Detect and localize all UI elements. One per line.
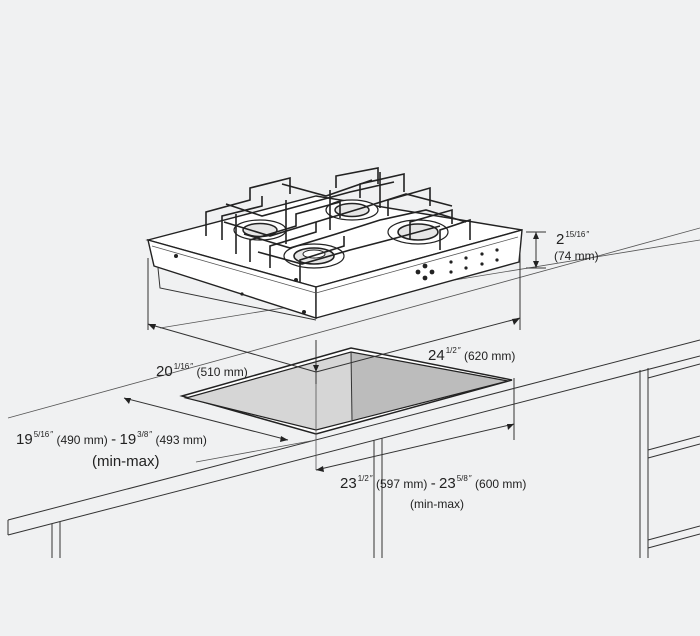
width-range-note: (min-max) <box>410 497 464 511</box>
width-inch-mark: ″ <box>457 346 461 355</box>
width-range-max-metric: (600 mm) <box>475 477 527 491</box>
width-dimension-label: 241/2″ (620 mm) <box>428 346 516 364</box>
width-range-min-inch-mark: ″ <box>369 474 373 483</box>
cutout-depth-whole: 20 <box>156 363 173 380</box>
height-dimension-label: 215/16″ <box>556 230 590 248</box>
cutout-depth-fraction: 1/16 <box>173 362 190 371</box>
cooktop-grates <box>205 167 471 282</box>
height-inch-mark: ″ <box>586 230 590 239</box>
width-fraction: 1/2 <box>445 346 457 355</box>
gas-cooktop <box>145 167 523 321</box>
depth-range-min-fraction: 5/16 <box>33 430 50 439</box>
cutout-depth-inch-mark: ″ <box>190 362 194 371</box>
width-range-min-metric: (597 mm) <box>376 477 428 491</box>
depth-range-min-whole: 19 <box>16 431 33 448</box>
cutout-width-range-label: 231/2″ (597 mm) - 235/8″ (600 mm) <box>340 474 527 492</box>
height-whole: 2 <box>556 231 565 248</box>
height-metric-label: (74 mm) <box>554 249 599 263</box>
depth-range-note: (min-max) <box>92 453 160 470</box>
height-fraction: 15/16 <box>565 230 586 239</box>
dimension-lines <box>123 231 546 472</box>
width-range-max-whole: 23 <box>439 475 456 492</box>
width-range-max-inch-mark: ″ <box>468 474 472 483</box>
countertop-cutout <box>179 347 513 435</box>
width-metric: (620 mm) <box>464 349 516 363</box>
width-range-min-whole: 23 <box>340 475 357 492</box>
depth-range-max-inch-mark: ″ <box>149 430 153 439</box>
width-range-separator: - <box>430 475 436 492</box>
width-whole: 24 <box>428 347 445 364</box>
cutout-depth-metric: (510 mm) <box>196 365 248 379</box>
width-range-min-fraction: 1/2 <box>357 474 369 483</box>
depth-range-max-fraction: 3/8 <box>137 430 149 439</box>
depth-range-min-inch-mark: ″ <box>50 430 54 439</box>
cutout-depth-range-label: 195/16″ (490 mm) - 193/8″ (493 mm) <box>16 430 207 448</box>
depth-range-max-metric: (493 mm) <box>155 433 207 447</box>
depth-range-separator: - <box>111 431 117 448</box>
cutout-depth-label: 201/16″ (510 mm) <box>156 362 248 380</box>
cabinets <box>51 363 700 558</box>
width-range-max-fraction: 5/8 <box>456 474 468 483</box>
depth-range-max-whole: 19 <box>119 431 137 448</box>
depth-range-min-metric: (490 mm) <box>56 433 108 447</box>
